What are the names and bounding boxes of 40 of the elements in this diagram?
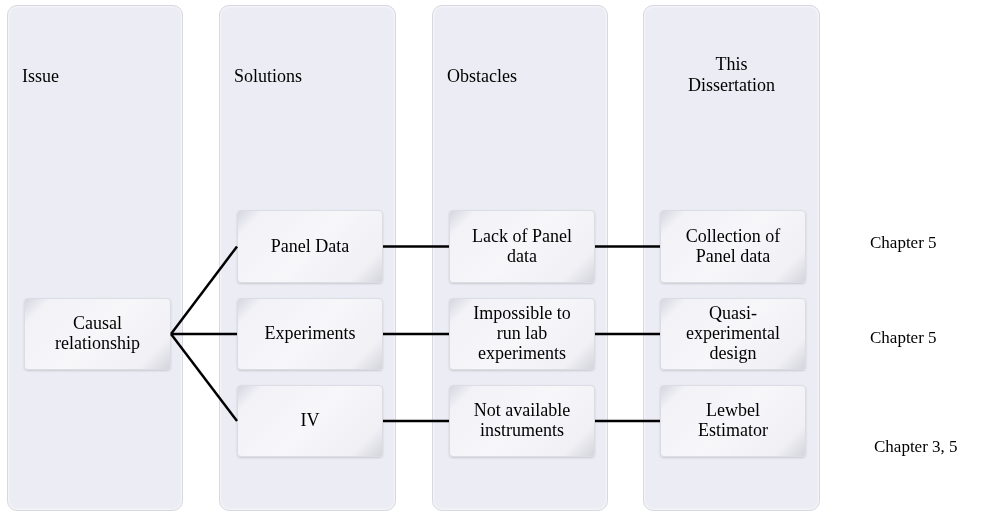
- process-box: [660, 385, 806, 457]
- connector-line: [170, 245, 238, 335]
- process-box: [24, 298, 171, 370]
- process-box: [237, 385, 383, 457]
- box-text: Lewbel Estimator: [697, 401, 769, 441]
- column-panel: [432, 5, 608, 511]
- connector-line: [170, 333, 238, 422]
- box-text: Not available instruments: [472, 401, 572, 441]
- connector-line: [383, 245, 449, 248]
- box-text: Quasi-experimental design: [685, 304, 781, 364]
- box-text: Panel Data: [270, 236, 350, 257]
- chapter-label: Chapter 5: [870, 328, 937, 348]
- chapter-label: Chapter 5: [870, 233, 937, 253]
- process-box: [449, 210, 595, 283]
- box-text: Lack of Panel data: [471, 226, 573, 267]
- column-heading: Solutions: [234, 66, 303, 87]
- column-heading: Obstacles: [447, 66, 517, 87]
- connector-line: [383, 332, 449, 336]
- column-heading: This Dissertation: [687, 54, 776, 96]
- process-box: [237, 210, 383, 283]
- column-panel: [643, 5, 820, 511]
- connector-line: [595, 332, 660, 336]
- process-box: [449, 385, 595, 457]
- process-box: [660, 210, 806, 283]
- column-panel: [219, 5, 396, 511]
- process-box: [449, 298, 595, 370]
- process-box: [660, 298, 806, 370]
- column-heading: Issue: [22, 66, 59, 87]
- chapter-label: Chapter 3, 5: [874, 437, 958, 457]
- connector-line: [383, 419, 449, 423]
- connector-line: [595, 419, 660, 423]
- box-text: Collection of Panel data: [684, 226, 782, 267]
- box-text: IV: [300, 411, 320, 431]
- connector-line: [595, 245, 660, 248]
- box-text: Causal relationship: [54, 314, 141, 354]
- connector-line: [171, 332, 237, 336]
- box-text: Impossible to run lab experiments: [472, 304, 572, 364]
- column-panel: [7, 5, 183, 511]
- process-box: [237, 298, 383, 370]
- box-text: Experiments: [264, 324, 356, 344]
